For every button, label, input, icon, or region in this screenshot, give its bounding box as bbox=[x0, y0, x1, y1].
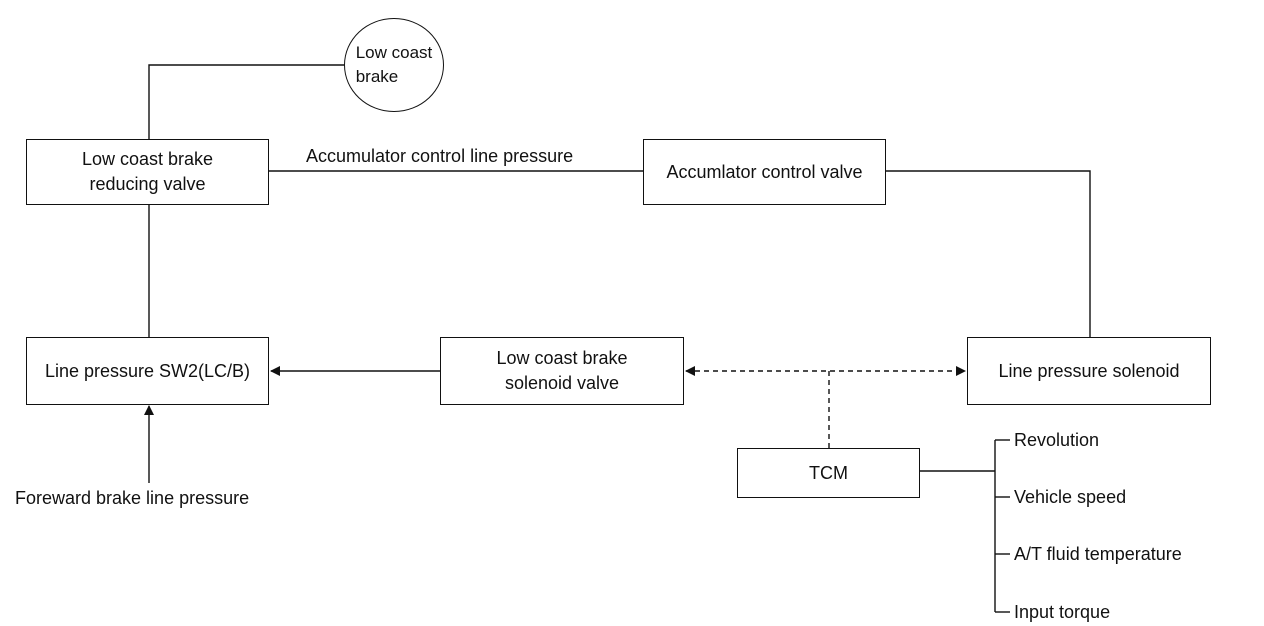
accumulator-control-valve-box: Accumlator control valve bbox=[643, 139, 886, 205]
line-pressure-solenoid-label: Line pressure solenoid bbox=[998, 360, 1180, 381]
line-pressure-sw2-box: Line pressure SW2(LC/B) bbox=[26, 337, 269, 405]
line-brake-to-reducing-valve bbox=[148, 64, 344, 140]
tcm-box: TCM bbox=[737, 448, 920, 498]
line-pressure-solenoid-box: Line pressure solenoid bbox=[967, 337, 1211, 405]
accumulator-line-label: Accumulator control line pressure bbox=[306, 146, 574, 166]
reducing-valve-box: Low coast brake reducing valve bbox=[26, 139, 269, 205]
low-coast-brake-node: Low coast brake bbox=[344, 18, 444, 112]
lcb-solenoid-valve-box: Low coast brake solenoid valve bbox=[440, 337, 684, 405]
accumulator-control-valve-label: Accumlator control valve bbox=[666, 161, 863, 182]
tcm-input-revolution: Revolution bbox=[1014, 430, 1100, 450]
tcm-label: TCM bbox=[809, 462, 848, 483]
tcm-input-vehicle-speed: Vehicle speed bbox=[1014, 487, 1127, 507]
reducing-valve-label: Low coast brake reducing valve bbox=[81, 149, 214, 194]
line-accumulator-to-solenoid bbox=[886, 170, 1091, 337]
forward-brake-label: Foreward brake line pressure bbox=[15, 488, 250, 508]
low-coast-brake-label: Low coast brake bbox=[355, 43, 433, 86]
lcb-solenoid-valve-label: Low coast brake solenoid valve bbox=[496, 348, 628, 393]
tcm-input-torque: Input torque bbox=[1014, 602, 1111, 622]
tcm-input-fluid-temperature: A/T fluid temperature bbox=[1014, 544, 1182, 564]
line-pressure-sw2-label: Line pressure SW2(LC/B) bbox=[44, 360, 251, 381]
